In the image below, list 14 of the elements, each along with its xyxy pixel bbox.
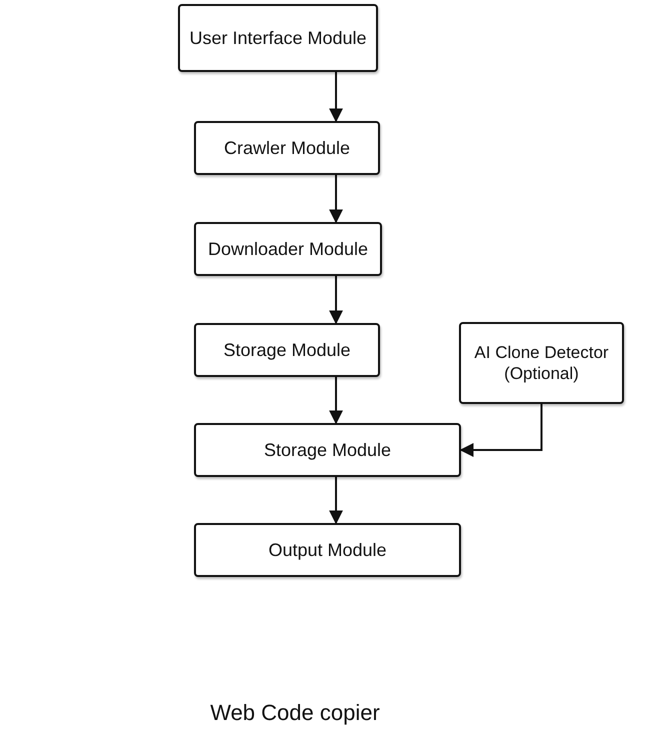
module-box: Crawler Module (194, 121, 380, 175)
module-box: Downloader Module (194, 222, 382, 276)
module-box: AI Clone Detector (Optional) (459, 322, 624, 404)
arrow (460, 404, 542, 457)
module-box: Output Module (194, 523, 461, 577)
diagram-caption: Web Code copier (209, 700, 381, 726)
arrow (329, 175, 343, 224)
arrow (329, 276, 343, 324)
arrow (329, 72, 343, 122)
module-box: User Interface Module (178, 4, 378, 72)
module-box: Storage Module (194, 323, 380, 377)
arrow (329, 477, 343, 524)
module-box: Storage Module (194, 423, 461, 477)
arrow (329, 377, 343, 424)
